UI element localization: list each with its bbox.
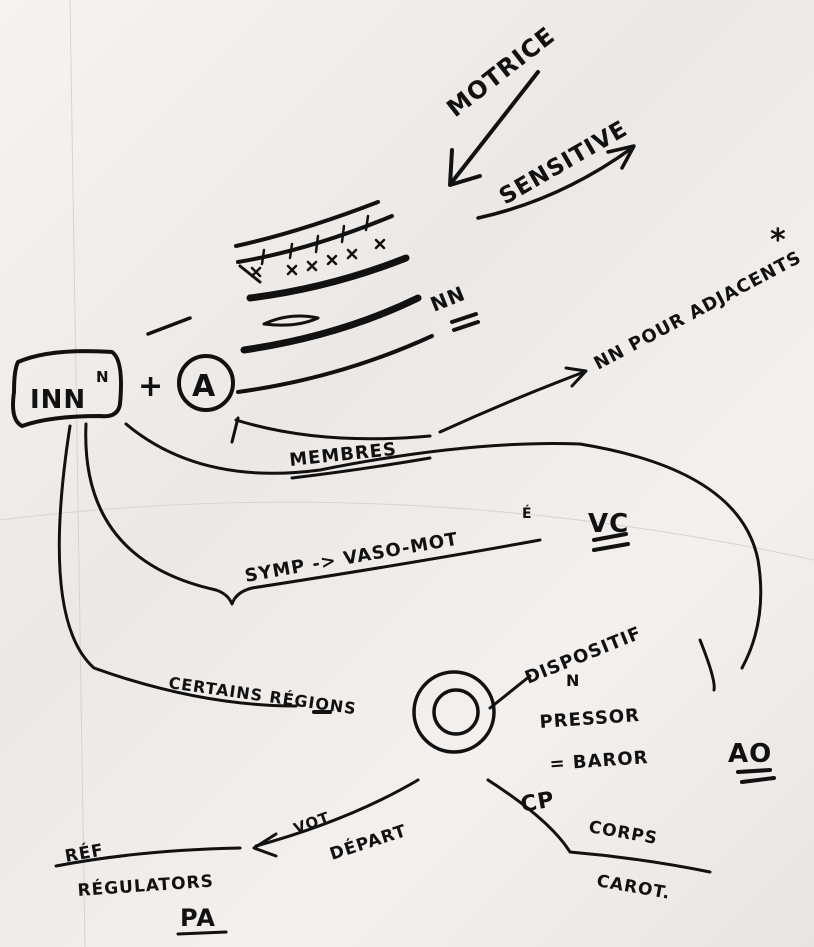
symp-superscript: É [522,505,533,522]
motrice-arrowhead [448,148,482,187]
pressor-label: PRESSOR [539,705,641,733]
regions-curve [57,424,298,708]
circle-a [177,354,235,412]
nerve-layer [238,264,262,284]
ao-underline [736,768,776,784]
dash-mark [146,316,192,336]
depart-arrow [254,778,420,848]
baroreceptor-inner-circle [432,688,480,736]
cp-label: CP [519,787,557,818]
innervation-box [11,349,123,428]
nn-label: NN [427,281,469,317]
sensitive-arrow [476,146,634,220]
depart-label: DÉPART [327,819,410,865]
nerve-layer [236,334,434,394]
carotid-curve [486,778,712,874]
baror-label: = BAROR [549,747,649,775]
motrice-label: MOTRICE [441,21,560,123]
membres-underline [290,456,432,480]
nerve-layer [234,200,380,248]
nn-pour-adjacents-label: NN POUR ADJACENTS [590,247,805,374]
circle-a-label: A [192,369,216,404]
membres-tick [230,416,240,444]
ref-line [54,846,242,868]
carot-label: CAROT. [595,871,672,904]
nerve-layer [236,214,394,264]
vc-underline [592,532,630,552]
depart-arrowhead [252,832,278,858]
membres-to-ao-curve [124,422,763,670]
vot-label: VOT [291,808,332,838]
symp-vasomot-label: SYMP -> VASO-MOT [243,529,460,587]
membres-line [234,418,432,441]
adjacents-arrowhead [564,366,588,388]
symp-brace [84,422,542,606]
sensitive-arrowhead [606,144,636,170]
innervation-label: INN [30,385,86,415]
nerve-layer-thick [240,294,422,354]
ao-line [698,638,716,692]
ao-label: AO [728,739,772,769]
nerve-bundle [234,200,434,394]
pa-underline [176,930,228,936]
pa-label: PA [180,904,216,932]
nn-pour-adjacents-text: NN POUR ADJACENTS [590,247,805,374]
dispositif-superscript: N [566,671,580,690]
baroreceptor-circle [412,670,496,754]
paper-crease [69,0,86,947]
adjacents-arrow [438,370,586,434]
nerve-hatching [260,214,370,266]
dispositif-pointer [488,674,532,710]
paper-crease [0,501,814,561]
nn-underline [450,312,480,332]
plus-sign: + [138,369,164,404]
motrice-arrow [450,70,540,184]
nerve-layer-thick [246,254,410,302]
corps-label: CORPS [587,817,659,849]
regulators-label: RÉGULATORS [77,870,215,901]
asterisk-mark: * [770,223,787,258]
dispositif-label: DISPOSITIF [522,623,645,689]
nerve-x-marks [250,238,386,278]
innervation-superscript: N [96,368,110,386]
fascicle-oval [262,314,320,327]
